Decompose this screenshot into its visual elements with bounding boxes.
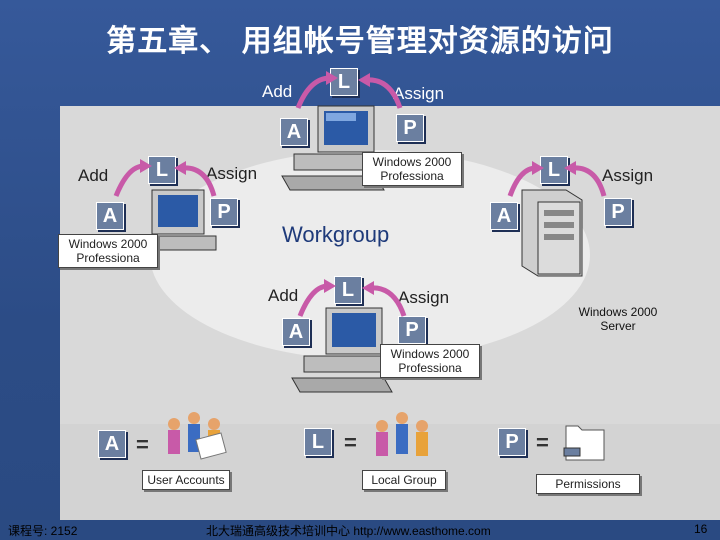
workgroup-label: Workgroup	[282, 222, 389, 248]
legend-a-box: A	[98, 430, 126, 458]
top-add-label: Add	[262, 82, 292, 102]
server-icon	[514, 184, 594, 280]
slide-title: 第五章、 用组帐号管理对资源的访问	[0, 16, 720, 60]
legend-p-eq: =	[536, 430, 549, 456]
server-label: Windows 2000 Server	[568, 305, 668, 333]
footer-course: 课程号: 2152	[8, 522, 77, 539]
permissions-folder-icon	[560, 420, 610, 464]
local-group-label: Local Group	[362, 470, 446, 490]
legend-l-eq: =	[344, 430, 357, 456]
legend-a-eq: =	[136, 432, 149, 458]
top-computer-label: Windows 2000 Professiona	[362, 152, 462, 186]
legend-p-box: P	[498, 428, 526, 456]
user-accounts-icon	[158, 410, 238, 468]
permissions-label: Permissions	[536, 474, 640, 494]
legend-l-box: L	[304, 428, 332, 456]
bottom-computer-label: Windows 2000 Professiona	[380, 344, 480, 378]
local-group-icon	[366, 408, 446, 466]
left-computer-label: Windows 2000 Professiona	[58, 234, 158, 268]
user-accounts-label: User Accounts	[142, 470, 230, 490]
footer-center: 北大瑞通高级技术培训中心 http://www.easthome.com	[206, 522, 491, 539]
footer-page-number: 16	[694, 522, 707, 536]
left-add-label: Add	[78, 166, 108, 186]
